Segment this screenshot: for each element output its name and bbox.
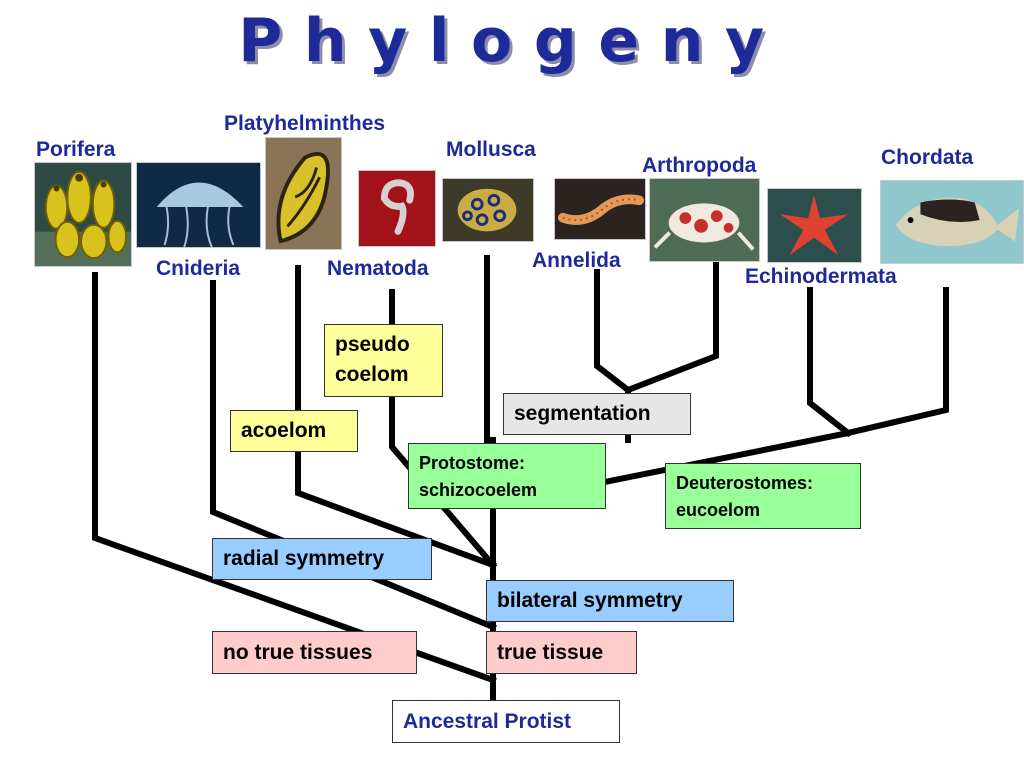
label-echinodermata: Echinodermata bbox=[745, 265, 897, 288]
label-cnideria: Cnideria bbox=[156, 257, 241, 280]
branch-echinodermata bbox=[807, 287, 853, 438]
label-platyhelminthes: Platyhelminthes bbox=[224, 112, 386, 135]
deuterostome-line-2: eucoelom bbox=[676, 500, 761, 520]
arthropoda-photo bbox=[649, 178, 760, 262]
protostome-box: Protostome: schizocoelem bbox=[408, 443, 606, 509]
platyhelminthes-photo bbox=[265, 137, 342, 250]
true-tissue-box: true tissue bbox=[486, 631, 637, 674]
chordata-photo bbox=[880, 180, 1024, 264]
protostome-line-2: schizocoelem bbox=[419, 480, 538, 500]
pseudocoelom-line-1: pseudo bbox=[335, 333, 410, 356]
label-arthropoda: Arthropoda bbox=[642, 154, 757, 177]
branch-annelida bbox=[594, 269, 633, 395]
deuterostome-line-1: Deuterostomes: bbox=[676, 473, 814, 493]
pseudocoelom-line-2: coelom bbox=[335, 363, 409, 386]
cnideria-photo bbox=[136, 162, 261, 248]
branch-cnideria bbox=[210, 280, 497, 631]
acoelom-box: acoelom bbox=[230, 410, 358, 452]
label-nematoda: Nematoda bbox=[327, 257, 429, 280]
segmentation-box: segmentation bbox=[503, 393, 691, 435]
mollusca-photo bbox=[442, 178, 534, 242]
label-chordata: Chordata bbox=[881, 146, 974, 169]
protostome-line-1: Protostome: bbox=[419, 453, 526, 473]
pseudocoelom-box: pseudo coelom bbox=[324, 324, 443, 397]
radial-symmetry-box: radial symmetry bbox=[212, 538, 432, 580]
ancestral-protist-box: Ancestral Protist bbox=[392, 700, 620, 743]
annelida-photo bbox=[554, 178, 646, 240]
bilateral-symmetry-box: bilateral symmetry bbox=[486, 580, 734, 622]
deuterostome-box: Deuterostomes: eucoelom bbox=[665, 463, 861, 529]
diagram-title: Phylogeny bbox=[238, 6, 786, 76]
no-true-tissues-box: no true tissues bbox=[212, 631, 417, 674]
porifera-photo bbox=[34, 162, 132, 267]
branch-arthropoda bbox=[624, 262, 719, 394]
deuterostome-stem bbox=[596, 429, 852, 487]
label-annelida: Annelida bbox=[532, 249, 621, 272]
echinodermata-photo bbox=[767, 188, 862, 263]
label-mollusca: Mollusca bbox=[446, 138, 536, 161]
nematoda-photo bbox=[358, 170, 436, 247]
branch-chordata bbox=[844, 287, 949, 437]
label-porifera: Porifera bbox=[36, 138, 116, 161]
